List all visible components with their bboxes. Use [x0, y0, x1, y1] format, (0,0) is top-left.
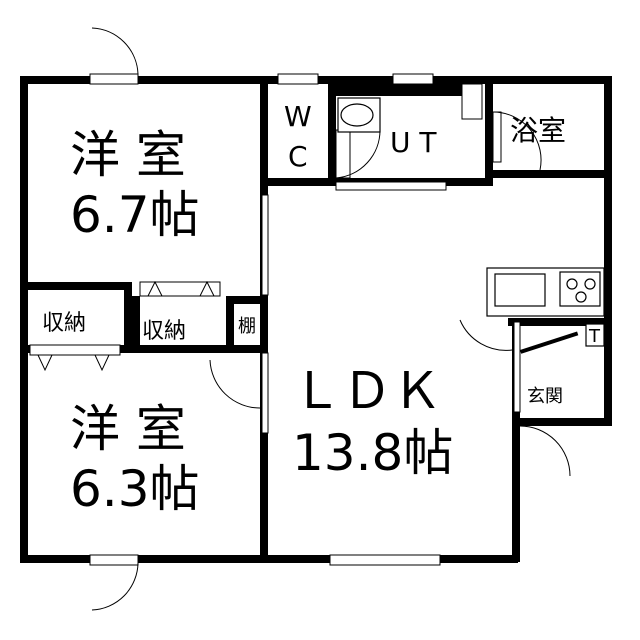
bedroom1-name: 洋 室: [70, 126, 186, 184]
bedroom2-name: 洋 室: [70, 400, 186, 458]
closet1-label: 収納: [42, 311, 86, 336]
bedroom2-size: 6.3帖: [70, 460, 200, 518]
sink: [494, 273, 546, 307]
entrance-label: 玄関: [527, 386, 563, 407]
bath-label: 浴室: [510, 114, 566, 147]
wc-label-c: C: [288, 140, 308, 173]
bedroom1-size: 6.7帖: [70, 186, 200, 244]
shelf-label: 棚: [238, 316, 256, 337]
room-labels: 洋 室 6.7帖 洋 室 6.3帖 ＬＤＫ 13.8帖 W C U T 浴室 収…: [42, 100, 601, 518]
stove: [559, 271, 601, 307]
fixtures: [337, 97, 605, 347]
closet2-label: 収納: [142, 319, 186, 344]
t-mark: T: [588, 326, 601, 347]
windows-and-doors: [29, 27, 571, 611]
ldk-size: 13.8帖: [292, 424, 453, 482]
wc-label-w: W: [284, 100, 312, 133]
ldk-name: ＬＤＫ: [292, 362, 442, 420]
ut-label: U T: [390, 126, 437, 159]
